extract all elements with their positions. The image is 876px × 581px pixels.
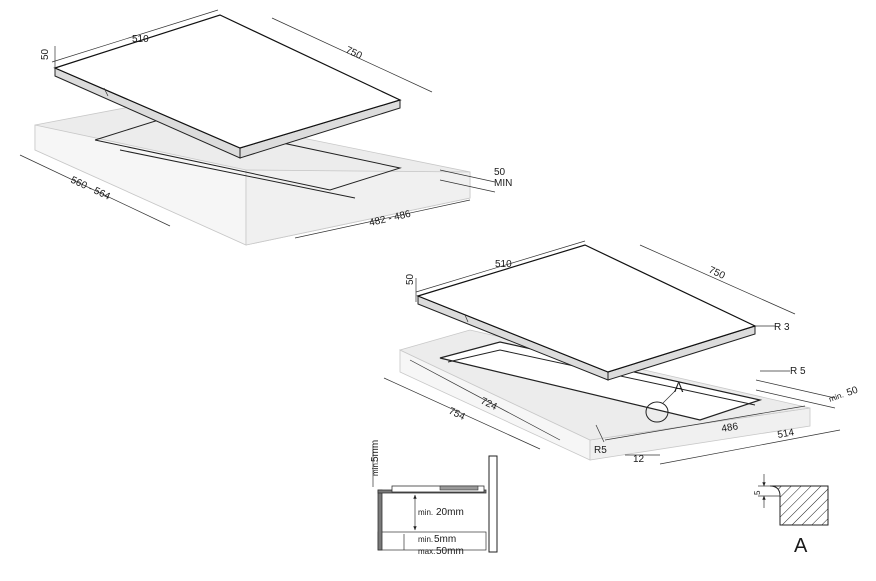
section-range-min-prefix: min. [418,535,433,544]
bottom-hob-body [416,244,757,381]
bottom-inner-width-label: 486 [721,421,740,435]
top-hob-diagram: 510 750 50 560 - 564 482 - 486 50 MIN [19,9,512,246]
top-clearance-label: MIN [494,178,512,189]
bottom-dimensions [383,240,841,465]
detail-a-section [769,485,829,526]
bottom-clearance-value: 50 [845,385,860,399]
section-range-max-prefix: max. [418,547,435,556]
top-hob-depth-label: 510 [132,34,149,45]
section-right-panel [488,455,498,553]
top-worktop-cutout [34,104,471,246]
section-range-max-value: 50mm [436,546,464,557]
detail-a-marker-label: A [674,379,684,395]
bottom-edge-offset-label: 12 [633,454,645,465]
bottom-cutout-radius-label: R 5 [790,366,806,377]
section-hob-base [391,485,485,493]
top-dimensions [19,9,496,239]
section-below-prefix: min. [418,508,433,517]
bottom-outer-width-label: 514 [777,427,796,441]
top-hob-thickness-label: 50 [40,48,51,60]
top-clearance-value: 50 [494,167,506,178]
detail-a-dimension: 5 [753,490,762,495]
section-range-min-value: 5mm [434,534,456,545]
section-below-value: 20mm [436,507,464,518]
detail-a-callout [645,389,677,423]
bottom-hob-width-label: 750 [707,265,727,282]
bottom-hob-diagram: 510 750 50 R 3 R 5 min. 50 754 724 486 5… [383,240,860,465]
section-top-gap-value: 5mm [370,440,381,462]
bottom-radius-r5-label: R5 [594,445,607,456]
section-top-gap-prefix: min. [371,461,380,476]
section-detail: min. 5mm min. 20mm min. 5mm max. 50mm [370,440,498,557]
section-left-support [377,489,383,551]
bottom-clearance-prefix: min. [828,390,845,404]
bottom-outer-depth-label: 754 [447,406,467,423]
bottom-hob-radius-label: R 3 [774,322,790,333]
detail-a: 5 A [753,474,829,557]
top-hob-body [53,14,402,159]
bottom-hob-depth-label: 510 [495,259,512,270]
bottom-hob-thickness-label: 50 [405,273,416,285]
detail-a-label: A [794,535,808,557]
